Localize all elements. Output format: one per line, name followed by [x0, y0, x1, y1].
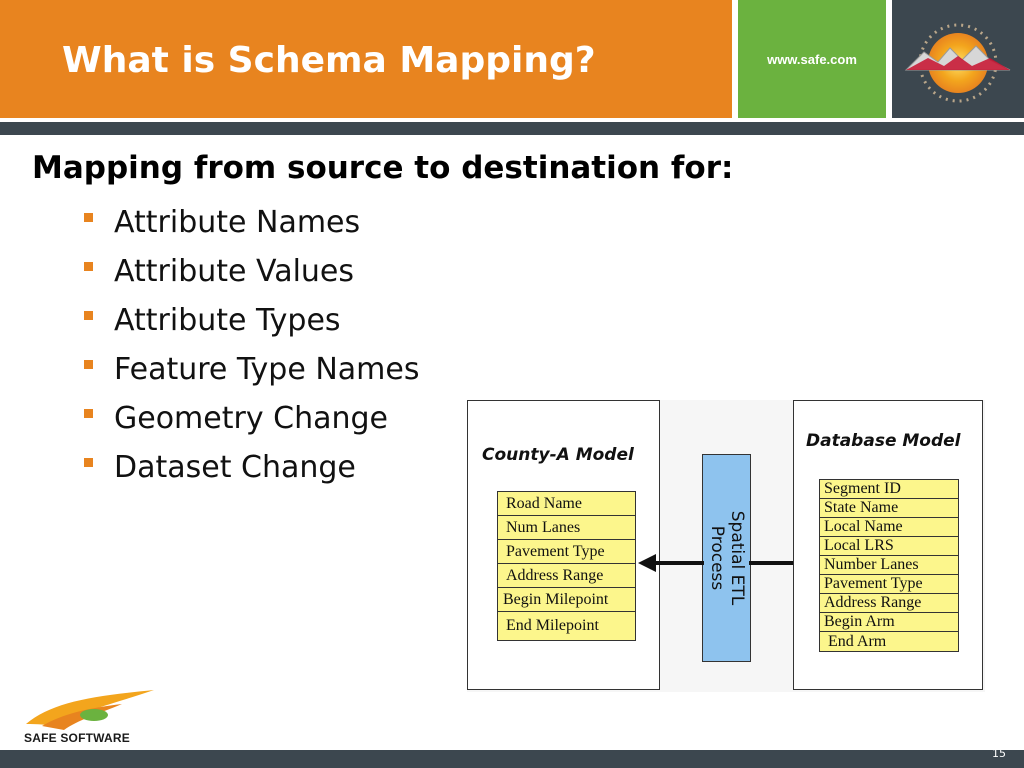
- content-heading: Mapping from source to destination for:: [32, 150, 734, 186]
- source-field: Road Name: [498, 492, 635, 516]
- bullet-square-icon: [84, 458, 93, 467]
- destination-fields-table: Segment ID State Name Local Name Local L…: [819, 479, 959, 652]
- website-url: www.safe.com: [767, 51, 857, 67]
- source-field: Address Range: [498, 564, 635, 588]
- header-divider-stripe: [0, 122, 1024, 135]
- destination-field: Begin Arm: [820, 613, 958, 632]
- destination-field: Segment ID: [820, 480, 958, 499]
- bullet-square-icon: [84, 409, 93, 418]
- slide-title: What is Schema Mapping?: [62, 40, 596, 81]
- destination-model-box: Database Model Segment ID State Name Loc…: [793, 400, 983, 690]
- bullet-text: Dataset Change: [114, 450, 356, 485]
- destination-field: End Arm: [828, 632, 887, 650]
- source-model-title: County-A Model: [482, 445, 634, 465]
- bullet-item: Feature Type Names: [84, 345, 419, 394]
- etl-label-line1: Spatial ETL: [726, 510, 747, 606]
- bullet-square-icon: [84, 262, 93, 271]
- bullet-text: Geometry Change: [114, 401, 388, 436]
- header-url-band: www.safe.com: [738, 0, 886, 118]
- company-name: SAFE SOFTWARE: [24, 731, 130, 745]
- bullet-item: Geometry Change: [84, 394, 419, 443]
- safe-software-logo-icon: [26, 690, 154, 730]
- bullet-text: Feature Type Names: [114, 352, 420, 387]
- bullet-square-icon: [84, 311, 93, 320]
- bullet-text: Attribute Names: [114, 205, 361, 240]
- source-field: Num Lanes: [498, 516, 635, 540]
- etl-label-line2: Process: [706, 525, 727, 591]
- source-field: Pavement Type: [498, 540, 635, 564]
- bullet-item: Dataset Change: [84, 443, 419, 492]
- footer-bar: [0, 750, 1024, 768]
- bullet-text: Attribute Types: [114, 303, 341, 338]
- schema-mapping-diagram: County-A Model Road Name Num Lanes Pavem…: [467, 400, 985, 692]
- destination-field: Address Range: [820, 594, 958, 613]
- page-number: 15: [992, 747, 1006, 760]
- source-field: End Milepoint: [506, 617, 599, 634]
- bullet-list: Attribute Names Attribute Values Attribu…: [84, 198, 419, 492]
- source-fields-table: Road Name Num Lanes Pavement Type Addres…: [497, 491, 636, 641]
- header-logo-band: [892, 0, 1024, 118]
- header-title-band: [0, 0, 732, 118]
- etl-process-label: Spatial ETL Process: [707, 511, 747, 606]
- source-field: Begin Milepoint: [498, 588, 635, 612]
- destination-field: Number Lanes: [820, 556, 958, 575]
- bullet-text: Attribute Values: [114, 254, 355, 289]
- bullet-item: Attribute Names: [84, 198, 419, 247]
- fme-logo-icon: [904, 23, 1011, 103]
- destination-field: Local Name: [820, 518, 958, 537]
- bullet-item: Attribute Values: [84, 247, 419, 296]
- source-model-box: County-A Model Road Name Num Lanes Pavem…: [467, 400, 660, 690]
- bullet-item: Attribute Types: [84, 296, 419, 345]
- bullet-square-icon: [84, 360, 93, 369]
- destination-field: Local LRS: [820, 537, 958, 556]
- destination-model-title: Database Model: [806, 431, 961, 451]
- arrow-left-icon: [638, 554, 704, 572]
- etl-process-box: Spatial ETL Process: [702, 454, 751, 662]
- destination-field: State Name: [820, 499, 958, 518]
- destination-field: Pavement Type: [820, 575, 958, 594]
- bullet-square-icon: [84, 213, 93, 222]
